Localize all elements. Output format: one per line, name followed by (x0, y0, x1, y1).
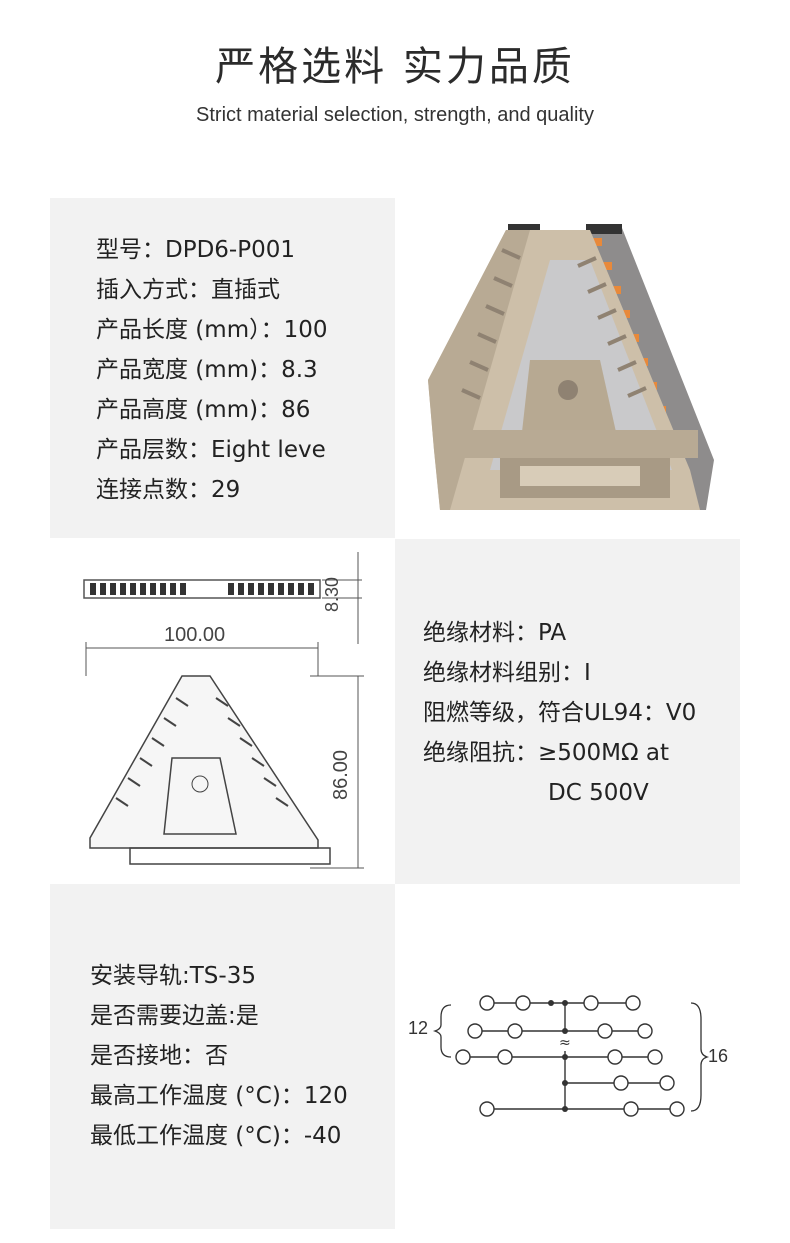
schematic-right-count: 16 (708, 1046, 729, 1066)
spec-panel-basic (50, 198, 395, 538)
product-image (428, 224, 714, 510)
spec-list-installation: 安装导轨:TS-35 是否需要边盖:是 是否接地：否 最高工作温度 (°C)：1… (90, 956, 348, 1156)
circuit-schematic: ≈ (432, 995, 710, 1117)
spec-list-basic: 型号：DPD6-P001 插入方式：直插式 产品长度 (mm）：100 产品宽度… (96, 230, 328, 510)
dimension-drawing (83, 552, 364, 869)
spec-panel-installation (50, 884, 395, 1229)
spec-height: 产品高度 (mm)：86 (96, 397, 311, 423)
spec-model: 型号：DPD6-P001 (96, 237, 295, 263)
spec-insulation-resistance-voltage: DC 500V (548, 780, 649, 806)
spec-connection-points: 连接点数：29 (96, 477, 241, 503)
spec-insulation-material: 绝缘材料：PA (423, 620, 567, 646)
spec-levels: 产品层数：Eight leve (96, 437, 326, 463)
spec-panel-insulation (395, 539, 740, 884)
page-subtitle: Strict material selection, strength, and… (196, 104, 594, 126)
spec-mounting-rail: 安装导轨:TS-35 (90, 963, 256, 989)
width-dimension-label: 100.00 (164, 624, 226, 646)
spec-insulation-resistance: 绝缘阻抗：≥500MΩ at (423, 740, 670, 766)
schematic-left-count: 12 (408, 1018, 429, 1038)
spec-length: 产品长度 (mm）：100 (96, 317, 328, 343)
spec-flame-rating: 阻燃等级，符合UL94：V0 (423, 700, 697, 726)
spec-list-insulation: 绝缘材料：PA 绝缘材料组别：I 阻燃等级，符合UL94：V0 绝缘阻抗：≥50… (423, 613, 696, 813)
spec-min-temp: 最低工作温度 (°C)：-40 (90, 1123, 342, 1149)
spec-grounding: 是否接地：否 (90, 1043, 228, 1069)
spec-end-cover: 是否需要边盖:是 (90, 1003, 259, 1029)
spec-insert-method: 插入方式：直插式 (96, 277, 280, 303)
spec-insulation-group: 绝缘材料组别：I (423, 660, 591, 686)
svg-text:≈: ≈ (559, 1035, 571, 1051)
page-title: 严格选料 实力品质 (215, 44, 575, 90)
spec-width: 产品宽度 (mm)：8.3 (96, 357, 318, 383)
thickness-dimension-label: 8.30 (322, 576, 342, 612)
height-dimension-label: 86.00 (330, 749, 352, 800)
spec-max-temp: 最高工作温度 (°C)：120 (90, 1083, 348, 1109)
